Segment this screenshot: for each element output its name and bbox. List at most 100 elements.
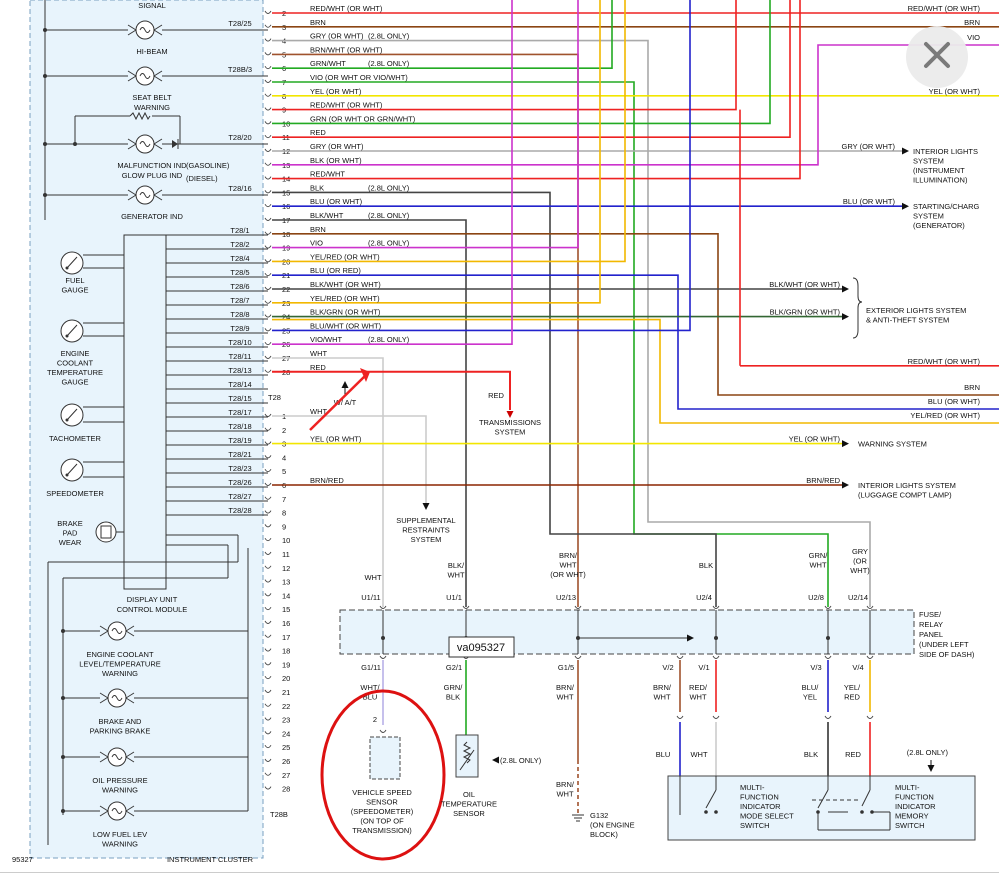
highlight-circle xyxy=(320,689,446,861)
destination-label: WARNING SYSTEM xyxy=(858,440,927,449)
label-line: WHT xyxy=(310,349,327,358)
label-line: 25 xyxy=(282,743,290,752)
arrow-head xyxy=(927,765,935,772)
t28b-pin-number: 7 xyxy=(282,495,286,504)
t28b-pin-number: 19 xyxy=(282,660,290,669)
module-pin-label: T28/28 xyxy=(228,506,251,515)
label-line: RELAY xyxy=(919,620,943,629)
wire-9 xyxy=(272,0,737,111)
module-pin-label: T28/1 xyxy=(230,226,249,235)
instrument-cluster-title: INSTRUMENT CLUSTER xyxy=(167,855,254,864)
t28b-connector-pin xyxy=(264,758,272,762)
label-line: T28/21 xyxy=(228,450,251,459)
junction-dot xyxy=(61,696,65,700)
label-line: T28/6 xyxy=(230,282,249,291)
label-line: V/2 xyxy=(662,663,673,672)
label-line: WARNING xyxy=(102,786,138,795)
label-line: YEL (OR WHT) xyxy=(310,87,362,96)
label-line: VIO/WHT xyxy=(310,335,342,344)
lamp-lead xyxy=(153,75,163,82)
label-line: T28/1 xyxy=(230,226,249,235)
arrow-head xyxy=(842,313,849,321)
t28-wire-label: VIO xyxy=(310,239,323,248)
label-line: RED xyxy=(845,750,861,759)
module-pin-label: T28/2 xyxy=(230,240,249,249)
t28b-pin-number: 23 xyxy=(282,716,290,725)
label-line: U2/8 xyxy=(808,593,824,602)
label-line: YEL/RED (OR WHT) xyxy=(310,252,380,261)
label-line: BLK/ xyxy=(448,561,465,570)
t28b-wire-1 xyxy=(272,415,427,503)
junction-dot xyxy=(576,636,580,640)
label-line: SYSTEM xyxy=(495,428,526,437)
label-line: BLK xyxy=(804,750,818,759)
transmission-wire-label: RED xyxy=(488,391,504,400)
label-line: SPEEDOMETER xyxy=(46,489,104,498)
t28-wire-label: RED xyxy=(310,128,326,137)
label-line: PANEL xyxy=(919,630,943,639)
fuse-pin xyxy=(866,655,874,659)
switch-bottom-wire-label: RED xyxy=(845,750,861,759)
destination-label: INTERIOR LIGHTS SYSTEM(LUGGAGE COMPT LAM… xyxy=(858,481,956,500)
module-pin-label: T28/23 xyxy=(228,464,251,473)
bottom-bar xyxy=(0,872,999,884)
wire-21 xyxy=(272,274,999,410)
label-line: (ON TOP OF xyxy=(360,817,404,826)
label-line: (GASOLINE) xyxy=(186,161,230,170)
label-line: T28/19 xyxy=(228,436,251,445)
label-line: U2/14 xyxy=(848,593,868,602)
label-line: WHT xyxy=(447,571,464,580)
label-line: T28/7 xyxy=(230,296,249,305)
lamp-filament-icon xyxy=(111,754,123,760)
t28-connector-pin xyxy=(264,369,272,373)
t28b-connector-pin xyxy=(264,634,272,638)
right-wire-label: BRN xyxy=(964,18,980,27)
label-line: (OR WHT) xyxy=(550,570,586,579)
right-wire-label: GRY (OR WHT) xyxy=(842,142,896,151)
gauge-pivot xyxy=(65,418,69,422)
label-line: EXTERIOR LIGHTS SYSTEM xyxy=(866,306,966,315)
fuse-pin xyxy=(574,605,582,609)
gauge-needle xyxy=(66,324,78,337)
label-line: RESTRAINTS xyxy=(402,526,450,535)
label-line: G2/1 xyxy=(446,663,462,672)
switch-pin xyxy=(712,715,720,719)
label-line: (DIESEL) xyxy=(186,174,218,183)
gauge-needle xyxy=(66,256,78,269)
lamp-lead xyxy=(127,138,137,145)
label-line: 13 xyxy=(282,578,290,587)
label-line: GLOW PLUG IND xyxy=(122,171,183,180)
t28-wire-label: BRN xyxy=(310,18,326,27)
label-line: GAUGE xyxy=(61,378,88,387)
label-line: BLK/GRN (OR WHT) xyxy=(310,308,381,317)
label-line: LOW FUEL LEV xyxy=(93,830,147,839)
close-button[interactable] xyxy=(906,26,968,88)
t28b-pin-number: 20 xyxy=(282,674,290,683)
t28b-connector-pin xyxy=(264,786,272,790)
label-line: ILLUMINATION) xyxy=(913,176,968,185)
t28-wire-label: GRY (OR WHT) xyxy=(310,32,364,41)
label-line: BRN xyxy=(310,18,326,27)
lamp-lead xyxy=(125,810,135,817)
label-line: WHT xyxy=(809,561,826,570)
label-line: U2/4 xyxy=(696,593,712,602)
switch-dot xyxy=(714,810,718,814)
thermistor-icon xyxy=(462,741,472,764)
label-line: COOLANT xyxy=(57,359,94,368)
label-line: BRN/RED xyxy=(806,476,840,485)
t28b-connector-pin xyxy=(264,717,272,721)
lamp-lead xyxy=(125,692,135,699)
label-line: INDICATOR xyxy=(895,802,936,811)
label-line: 23 xyxy=(282,716,290,725)
lamp-lead xyxy=(127,189,137,196)
label-line: WHT xyxy=(556,790,573,799)
t28-connector-pin xyxy=(264,176,272,180)
label-line: GRN/ xyxy=(809,551,829,560)
fuse-top-pin: U1/1 xyxy=(446,593,462,602)
label-line: BLU (OR RED) xyxy=(310,266,361,275)
fuse-top-wire-label: WHT xyxy=(364,573,381,582)
label-line: 4 xyxy=(282,453,286,462)
label-line: W/ A/T xyxy=(334,398,357,407)
tooltip-label: va095327 xyxy=(457,642,505,654)
